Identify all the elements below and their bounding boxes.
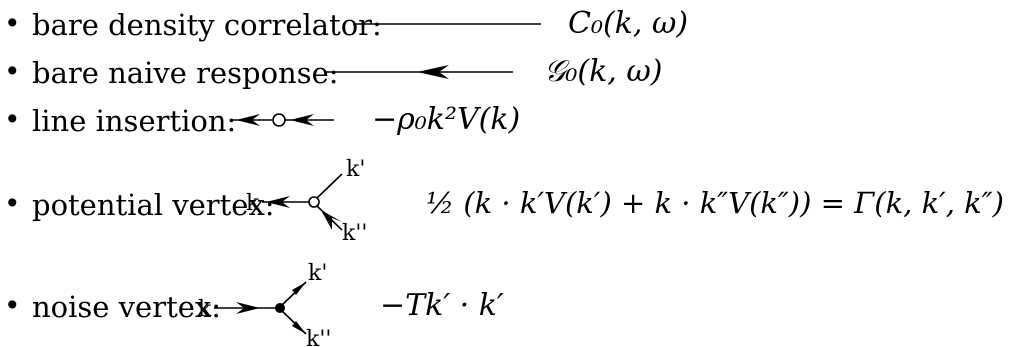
term-label: potential vertex: bbox=[32, 188, 275, 222]
row-bare-naive-response: • bare naive response: 𝒢₀(k, ω) bbox=[0, 52, 1018, 100]
insertion-line-icon bbox=[230, 113, 334, 127]
term-expression: ½ (k · k′V(k′) + k · k″V(k″)) = Γ(k, k′,… bbox=[426, 186, 1004, 220]
row-line-insertion: • line insertion: −ρ₀k²V(k) bbox=[0, 100, 1018, 148]
bullet: • bbox=[4, 7, 21, 40]
arrow-line-icon bbox=[325, 65, 513, 79]
potential-vertex-icon: k k' k'' bbox=[246, 157, 367, 246]
term-label: line insertion: bbox=[32, 104, 237, 138]
term-label: bare density correlator: bbox=[32, 8, 382, 42]
term-label: bare naive response: bbox=[32, 56, 339, 90]
bullet: • bbox=[4, 187, 21, 220]
leg-label-out1: k' bbox=[346, 157, 365, 182]
leg-label-out2: k'' bbox=[306, 327, 331, 347]
bullet: • bbox=[4, 103, 21, 136]
bullet: • bbox=[4, 289, 21, 322]
plain-line-icon bbox=[353, 23, 541, 25]
bullet: • bbox=[4, 55, 21, 88]
term-expression: −Tk′ · k′ bbox=[380, 288, 504, 323]
leg-label-out2: k'' bbox=[342, 221, 367, 246]
term-expression: C₀(k, ω) bbox=[568, 6, 689, 41]
noise-vertex-icon: k k' k'' bbox=[198, 261, 331, 347]
term-label: noise vertex: bbox=[32, 290, 222, 324]
leg-label-in: k bbox=[246, 191, 260, 216]
term-expression: −ρ₀k²V(k) bbox=[372, 102, 521, 137]
row-noise-vertex: • noise vertex: k k' k'' −Tk′ · k′ bbox=[0, 258, 1018, 347]
leg-label-in: k bbox=[198, 297, 212, 322]
row-bare-density-correlator: • bare density correlator: C₀(k, ω) bbox=[0, 4, 1018, 52]
leg-label-out1: k' bbox=[308, 261, 327, 286]
term-expression: 𝒢₀(k, ω) bbox=[544, 54, 663, 89]
row-potential-vertex: • potential vertex: k k' k'' ½ (k · k′V(… bbox=[0, 157, 1018, 246]
